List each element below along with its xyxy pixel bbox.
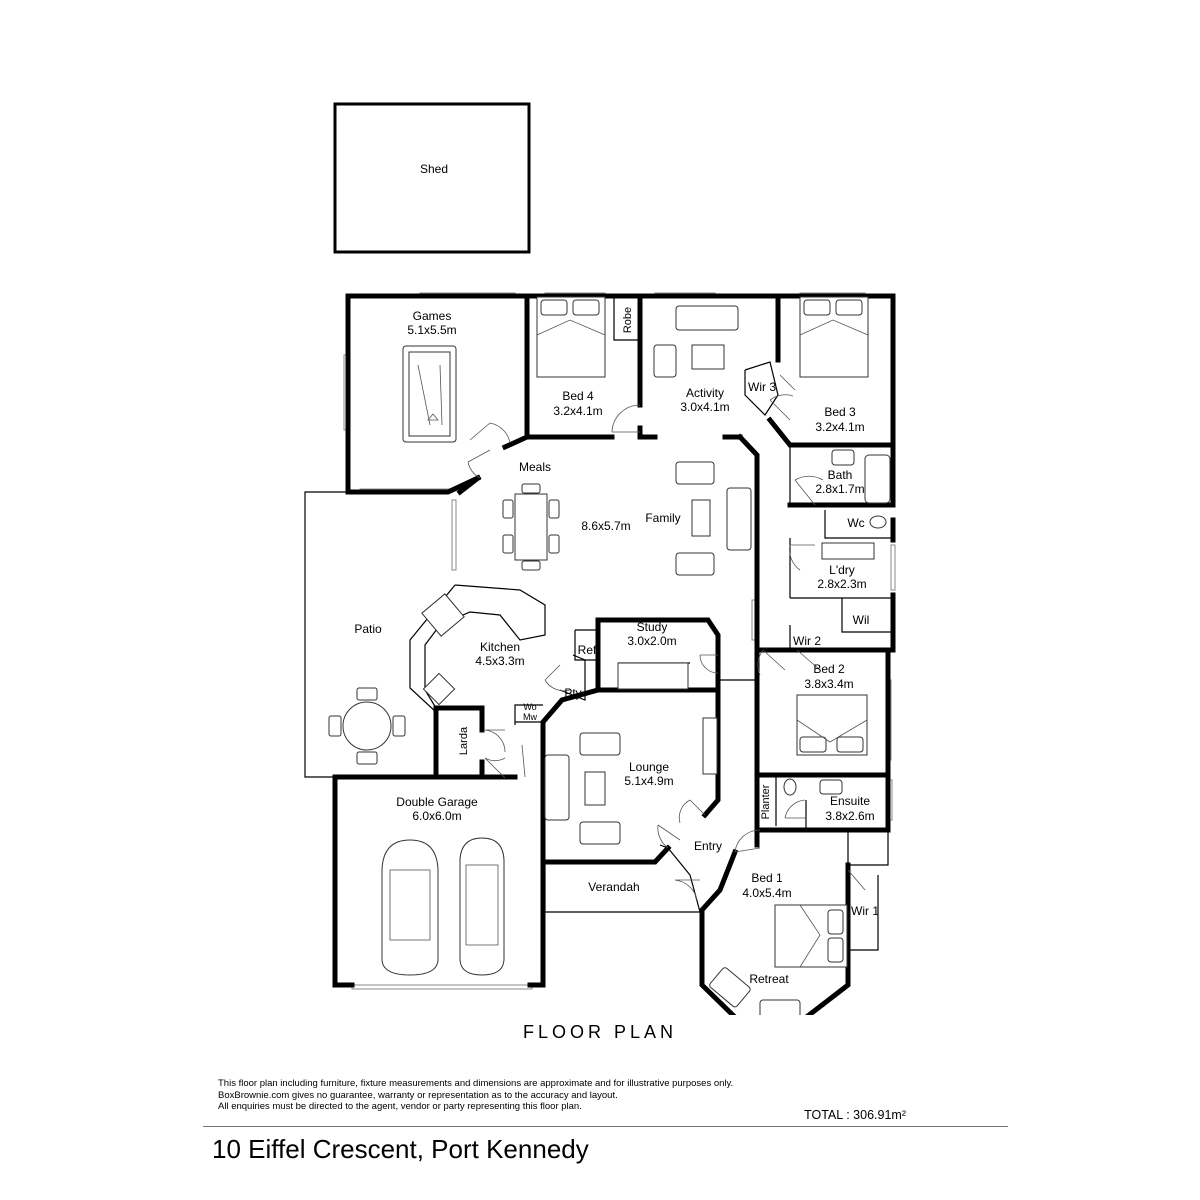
label-bed3-dim: 3.2x4.1m [815,420,864,434]
label-games-dim: 5.1x5.5m [407,323,456,337]
pool-table-icon [402,345,457,443]
label-kitchen: Kitchen [480,640,520,654]
label-wil: Wil [853,613,870,627]
label-bed3: Bed 3 [824,405,856,419]
label-wo: Wo [523,702,536,712]
room-labels: Shed Games 5.1x5.5m Bed 4 3.2x4.1m Robe … [354,162,879,986]
label-kitchen-dim: 4.5x3.3m [475,654,524,668]
label-meals: Meals [519,460,551,474]
door-swing-icon [467,374,866,901]
label-wir3: Wir 3 [748,380,776,394]
floor-plan-drawing: Shed Games 5.1x5.5m Bed 4 3.2x4.1m Robe … [304,102,896,1015]
walls [304,293,896,1015]
label-double-garage-dim: 6.0x6.0m [412,809,461,823]
label-ref: Ref [578,643,597,657]
label-activity-dim: 3.0x4.1m [680,400,729,414]
label-double-garage: Double Garage [396,795,478,809]
label-bath-dim: 2.8x1.7m [815,482,864,496]
label-planter: Planter [760,784,772,819]
label-bed2: Bed 2 [813,662,845,676]
label-study-dim: 3.0x2.0m [627,634,676,648]
label-robe: Robe [622,307,634,333]
disclaimer-line: All enquiries must be directed to the ag… [218,1101,582,1112]
label-family: Family [645,511,680,525]
disclaimer-line: This floor plan including furniture, fix… [218,1078,734,1089]
label-meals-family-dim: 8.6x5.7m [581,519,630,533]
label-ldry: L'dry [829,563,855,577]
label-wir2: Wir 2 [793,634,821,648]
toilet-icon [783,515,887,796]
label-verandah: Verandah [588,880,639,894]
label-retreat: Retreat [749,972,789,986]
label-lounge-dim: 5.1x4.9m [624,774,673,788]
label-wc: Wc [847,516,864,530]
label-ensuite-dim: 3.8x2.6m [825,809,874,823]
label-patio: Patio [354,622,382,636]
label-activity: Activity [686,386,724,400]
kitchen-bench [421,584,546,709]
sofa-icon [544,305,801,1015]
disclaimer-line: BoxBrownie.com gives no guarantee, warra… [218,1089,618,1101]
label-games: Games [413,309,452,323]
label-ldry-dim: 2.8x2.3m [817,577,866,591]
bathtub-icon [819,449,891,795]
label-bath: Bath [828,468,853,482]
label-entry: Entry [694,839,722,853]
disclaimer: This floor plan including furniture, fix… [218,1078,818,1113]
divider [203,1126,1008,1127]
car-icon [381,837,505,976]
label-study: Study [637,620,668,634]
label-ensuite: Ensuite [830,794,870,808]
label-bed1: Bed 1 [751,871,783,885]
label-bed2-dim: 3.8x3.4m [804,677,853,691]
bed-icon [536,296,869,968]
label-shed: Shed [420,162,448,176]
label-bed4: Bed 4 [562,389,594,403]
label-lounge: Lounge [629,760,669,774]
dining-table-icon [328,483,560,765]
label-pty: Pty [564,686,581,700]
label-mw: Mw [523,712,537,722]
plan-heading: FLOOR PLAN [522,1022,678,1042]
label-bed4-dim: 3.2x4.1m [553,404,602,418]
shed-outline [333,102,531,254]
label-larda: Larda [458,726,470,755]
property-address: 10 Eiffel Crescent, Port Kennedy [212,1134,589,1164]
total-area: TOTAL : 306.91m² [804,1108,906,1122]
label-wir1: Wir 1 [851,904,879,918]
label-bed1-dim: 4.0x5.4m [742,886,791,900]
